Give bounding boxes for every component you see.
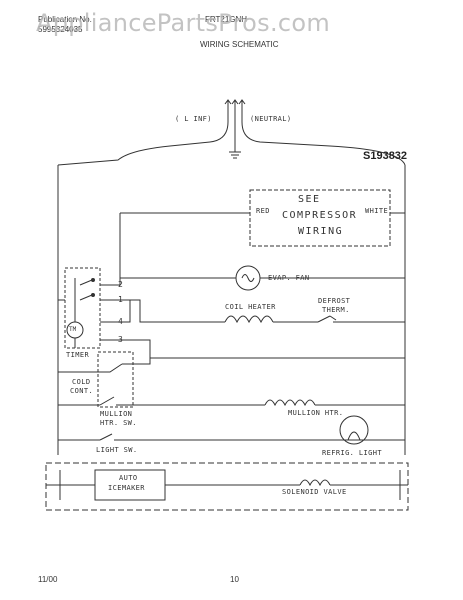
solenoid-coil xyxy=(299,479,331,487)
auto-icemaker-label-2: ICEMAKER xyxy=(108,484,145,492)
compressor-word: COMPRESSOR xyxy=(282,210,358,221)
therm-to-neutral xyxy=(329,315,405,323)
light-filament xyxy=(347,431,361,441)
compressor-white-label: WHITE xyxy=(365,207,389,215)
evap-fan-label: EVAP. FAN xyxy=(268,274,310,282)
coil-heater xyxy=(224,315,274,324)
schematic-title: WIRING SCHEMATIC xyxy=(200,40,279,49)
mullion-sw-contact xyxy=(99,396,115,406)
publication-number: 5995324035 xyxy=(38,25,83,34)
light-sw-contact xyxy=(99,433,113,441)
mullion-heater xyxy=(264,399,316,407)
cold-control-switch xyxy=(58,363,123,373)
cold-control-out xyxy=(122,358,151,365)
solenoid-valve-label: SOLENOID VALVE xyxy=(282,488,347,496)
mullion-sw-label-1: MULLION xyxy=(100,410,133,418)
plug-arrows xyxy=(224,99,246,105)
refrig-light-label: REFRIG. LIGHT xyxy=(322,449,382,457)
model-number: FRT21GNH xyxy=(205,15,248,24)
footer-page: 10 xyxy=(230,575,239,584)
timer-box xyxy=(64,267,101,349)
mullion-sw-label-2: HTR. SW. xyxy=(100,419,137,427)
cold-control-label-2: CONT. xyxy=(70,387,94,395)
timer-contacts xyxy=(79,279,93,301)
timer-terminal-1: 1 xyxy=(118,295,123,304)
coil-heater-wire xyxy=(125,299,225,323)
defrost-therm-contact xyxy=(317,315,331,323)
line-label: ( L INF) xyxy=(175,115,212,123)
footer-date: 11/00 xyxy=(38,575,58,584)
mullion-htr-label: MULLION HTR. xyxy=(288,409,344,417)
compressor-box xyxy=(249,189,391,247)
defrost-therm-label-1: DEFROST xyxy=(318,297,351,305)
compressor-see: SEE xyxy=(298,194,321,205)
cold-control-box xyxy=(97,351,134,408)
icemaker-connectors xyxy=(59,470,401,500)
timer-terminal-2: 2 xyxy=(118,280,123,289)
icemaker-dashed-box xyxy=(45,462,409,511)
auto-icemaker-label-1: AUTO xyxy=(119,474,138,482)
defrost-therm-label-2: THERM. xyxy=(322,306,350,314)
ground-symbol xyxy=(229,151,241,159)
timer-terminal-4: 4 xyxy=(118,317,123,326)
coil-heater-label: COIL HEATER xyxy=(225,303,276,311)
light-sw-label: LIGHT SW. xyxy=(96,446,138,454)
compressor-wiring: WIRING xyxy=(298,226,344,237)
publication-label: Publication No. xyxy=(38,15,92,24)
line-wire xyxy=(57,112,229,166)
timer-t3-wire xyxy=(125,339,405,359)
evap-fan-symbol xyxy=(241,274,255,282)
timer-t4-wire xyxy=(125,300,131,323)
refrig-light-bulb xyxy=(339,415,369,445)
watermark: AppliancePartsPros.com xyxy=(36,9,331,37)
cold-control-label-1: COLD xyxy=(72,378,91,386)
compressor-red-label: RED xyxy=(256,207,270,215)
timer-label: TIMER xyxy=(66,351,90,359)
diagram-code: S193832 xyxy=(363,150,408,162)
neutral-wire xyxy=(241,112,406,166)
neutral-label: (NEUTRAL) xyxy=(250,115,292,123)
timer-terminal-3: 3 xyxy=(118,335,123,344)
timer-t2-lead xyxy=(100,278,121,286)
timer-motor-label: TM xyxy=(69,326,77,333)
